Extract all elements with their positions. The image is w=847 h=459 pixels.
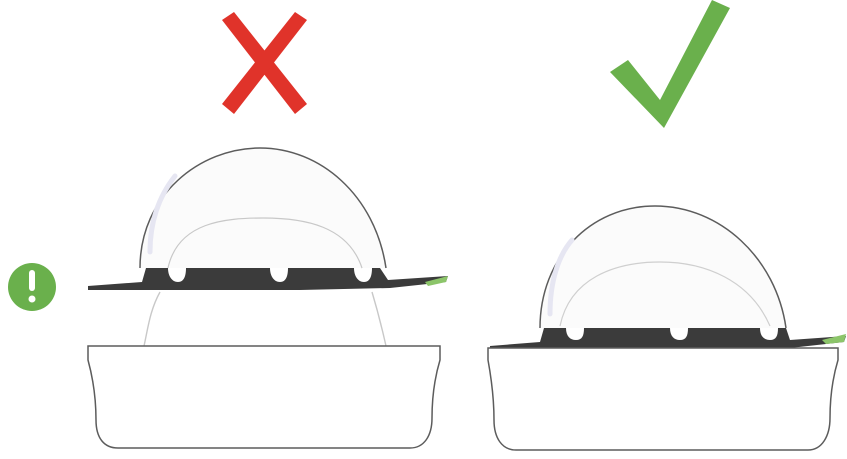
container-body xyxy=(488,348,838,450)
gasket-rim xyxy=(490,328,846,350)
exclamation-icon xyxy=(8,263,56,311)
checkmark-icon xyxy=(610,0,730,128)
cross-icon xyxy=(222,12,307,114)
container-body xyxy=(88,346,440,448)
incorrect-panel xyxy=(8,12,448,448)
gasket-rim xyxy=(88,268,448,290)
correct-panel xyxy=(488,0,846,450)
dome-lid xyxy=(540,206,786,328)
dome-lid xyxy=(140,148,386,268)
lid-skirt xyxy=(144,292,386,346)
